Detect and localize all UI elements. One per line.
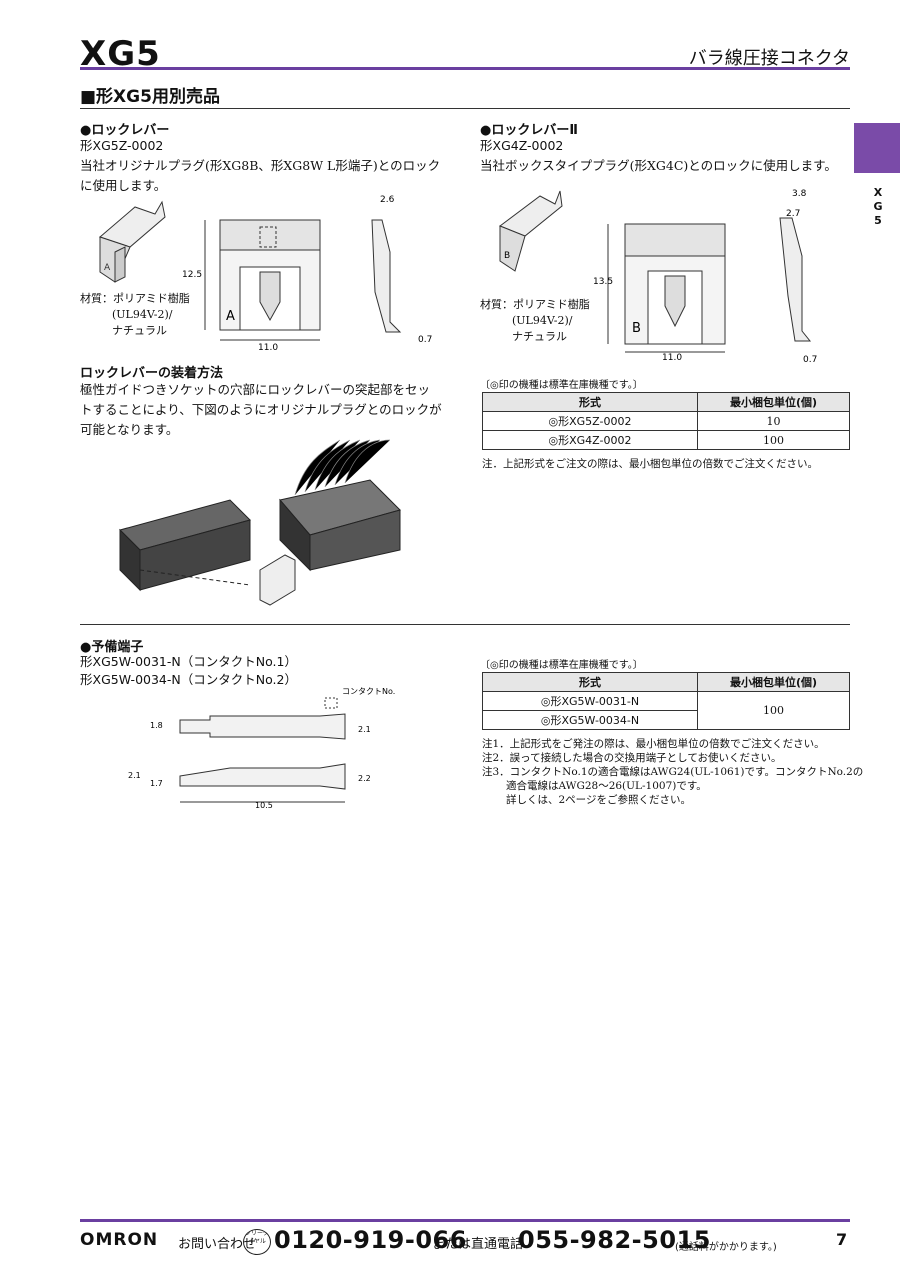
table1-header-model: 形式 [482,392,698,412]
spare-model-2: 形XG5W-0034-N（コンタクトNo.2） [80,672,297,687]
lock-lever2-heading: ●ロックレバーⅡ [480,123,578,138]
table2: 形式 最小梱包単位(個) ◎形XG5W-0031-N 100 ◎形XG5W-00… [482,672,850,730]
inquiry-label: お問い合わせ [178,1237,257,1252]
table2-notes: 注1．上記形式をご発注の際は、最小梱包単位の倍数でご注文ください。 注2．誤って… [482,738,864,806]
dim-width-a: 11.0 [258,343,278,353]
dim-len: 10.5 [255,801,273,810]
mount-illustration [119,439,401,606]
table1-note: 注．上記形式をご注文の際は、最小梱包単位の倍数でご注文ください。 [482,458,818,470]
label-a: A [226,309,235,324]
table2-caption: 〔◎印の機種は標準在庫機種です。〕 [480,660,643,671]
page-subtitle: バラ線圧接コネクタ [688,48,850,69]
spare-heading: ●予備端子 [80,640,144,655]
dim-c: 2.1 [128,771,141,780]
dim-depth-a: 2.6 [380,195,395,205]
lock-lever-drawing: A 12.5 11.0 A 2.6 0.7 [99,195,432,353]
svg-text:A: A [104,263,111,273]
lock-lever-heading: ●ロックレバー [80,123,170,138]
direct-number[interactable]: 055-982-5015 [518,1226,711,1254]
dim-a: 1.8 [150,721,163,730]
mount-line-1: 極性ガイドつきソケットの穴部にロックレバーの突起部をセッ [80,382,431,397]
freedial-icon: フリーダイヤル [243,1229,271,1255]
table2-header-model: 形式 [482,672,698,692]
dim-b: 2.1 [358,725,371,734]
dim-e: 2.2 [358,774,371,783]
table-row: ◎形XG5W-0034-N [482,710,850,730]
dim-thick-b: 0.7 [803,355,817,365]
freedial-number[interactable]: 0120-919-066 [274,1226,467,1254]
dim-d: 1.7 [150,779,163,788]
dim-depth-b: 3.8 [792,189,807,199]
lock-lever-material: 材質：ポリアミド樹脂 (UL94V-2)/ ナチュラル [80,292,190,337]
lock-lever-desc-2: に使用します。 [80,178,167,193]
dim-depth2-b: 2.7 [786,209,800,219]
table1: 形式 最小梱包単位(個) ◎形XG5Z-0002 10 ◎形XG4Z-0002 … [482,392,850,450]
table2-qty: 100 [697,691,850,730]
fee-note: (通話料がかかります。) [675,1242,777,1253]
lock-lever-model: 形XG5Z-0002 [80,138,164,153]
lock-lever2-desc: 当社ボックスタイププラグ(形XG4C)とのロックに使用します。 [480,158,837,173]
dim-height-b: 13.5 [593,277,613,287]
lock-lever2-material: 材質：ポリアミド樹脂 (UL94V-2)/ ナチュラル [480,298,590,343]
page-number: 7 [836,1230,848,1249]
side-tab [854,123,900,173]
dim-height-a: 12.5 [182,270,202,280]
header-rule [80,67,850,70]
spare-terminal-drawing: コンタクトNo. 1.8 2.1 2.1 1.7 2.2 10.5 [128,687,395,810]
table1-caption: 〔◎印の機種は標準在庫機種です。〕 [480,380,643,391]
mid-rule [80,624,850,625]
mount-heading: ロックレバーの装着方法 [80,366,224,381]
spare-model-1: 形XG5W-0031-N（コンタクトNo.1） [80,654,297,669]
table-row: ◎形XG5Z-0002 10 [482,411,850,431]
dim-thick-a: 0.7 [418,335,432,345]
label-b: B [632,321,641,336]
lock-lever2-model: 形XG4Z-0002 [480,138,564,153]
section-rule [80,108,850,109]
table2-header-qty: 最小梱包単位(個) [697,672,850,692]
contact-no-label: コンタクトNo. [342,687,395,696]
direct-label: または直通電話 [432,1237,524,1252]
table-row: ◎形XG5W-0031-N 100 [482,691,850,730]
brand-logo: OMRON [80,1230,159,1250]
lock-lever2-drawing: B 13.5 11.0 B 3.8 2.7 0.7 [498,189,817,365]
dim-width-b: 11.0 [662,353,682,363]
table1-header-qty: 最小梱包単位(個) [697,392,850,412]
mount-line-3: 可能となります。 [80,422,179,437]
table-row: ◎形XG4Z-0002 100 [482,430,850,450]
lock-lever-desc-1: 当社オリジナルプラグ(形XG8B、形XG8W L形端子)とのロック [80,158,441,173]
mount-line-2: トすることにより、下図のようにオリジナルプラグとのロックが [80,402,442,417]
svg-text:B: B [504,251,510,261]
section-title: ■形XG5用別売品 [80,87,220,107]
footer-rule [80,1219,850,1222]
